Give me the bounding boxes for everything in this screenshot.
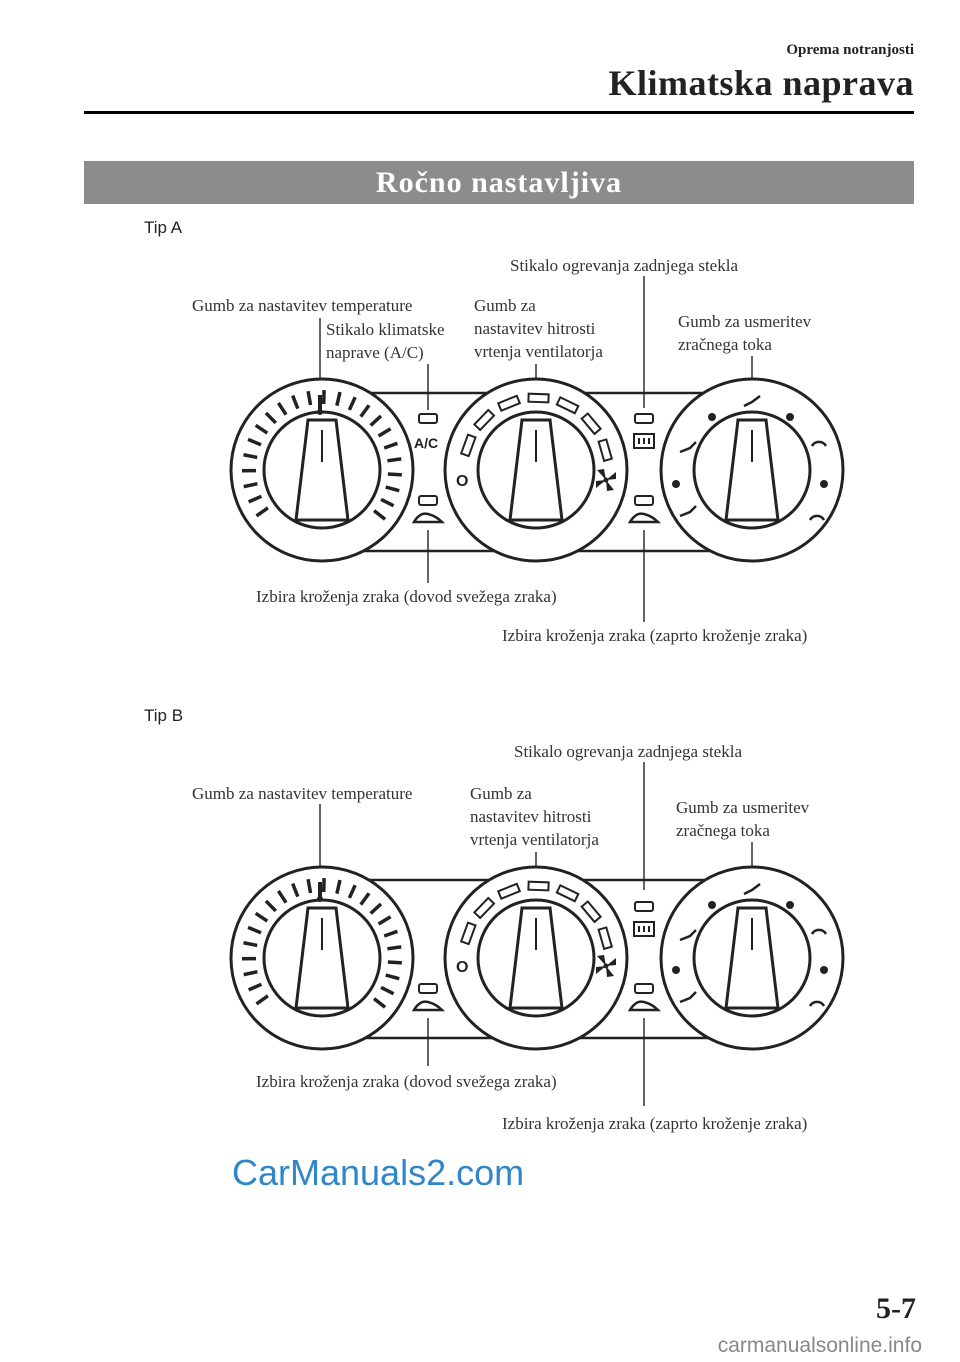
- tip-b-recirc-icon: [627, 1000, 662, 1012]
- tip-a-panel-diagram: O A/C: [229, 276, 845, 622]
- subsection-banner: Ročno nastavljiva: [84, 161, 914, 204]
- tip-b-recirc-label: Izbira kroženja zraka (zaprto kroženje z…: [502, 1114, 808, 1133]
- tip-b-rear-defrost-label: Stikalo ogrevanja zadnjega stekla: [514, 742, 742, 761]
- tip-b-fresh-air-label: Izbira kroženja zraka (dovod svežega zra…: [256, 1072, 557, 1091]
- watermark-text: CarManuals2.com: [232, 1152, 525, 1193]
- tip-a-ac-label-1: Stikalo klimatske: [326, 320, 445, 339]
- tip-b-fan-icon: [596, 955, 616, 977]
- tip-b-label: Tip B: [144, 706, 184, 725]
- tip-a-fan-icon: [596, 469, 616, 491]
- page-number: 5-7: [876, 1292, 916, 1325]
- tip-a-rear-defrost-label: Stikalo ogrevanja zadnjega stekla: [510, 256, 738, 275]
- tip-b-fresh-air-icon: [411, 1000, 446, 1012]
- tip-a-temperature-label: Gumb za nastavitev temperature: [192, 296, 413, 315]
- tip-a-fan-off-text: O: [456, 473, 468, 490]
- tip-b-airflow-label-1: Gumb za usmeritev: [676, 798, 810, 817]
- tip-b-rear-defrost-icon: [633, 921, 655, 937]
- tip-a-fresh-air-icon: [411, 512, 446, 524]
- tip-a-airflow-label-2: zračnega toka: [678, 335, 772, 354]
- tip-a-rear-defrost-icon: [633, 433, 655, 449]
- tip-b-fan-label-3: vrtenja ventilatorja: [470, 830, 599, 849]
- tip-b-fan-label-2: nastavitev hitrosti: [470, 807, 592, 826]
- section-title: Klimatska naprava: [608, 63, 914, 103]
- chapter-title: Oprema notranjosti: [786, 42, 914, 58]
- tip-a-airflow-label-1: Gumb za usmeritev: [678, 312, 812, 331]
- footer-watermark: carmanualsonline.info: [717, 1334, 922, 1357]
- tip-a-fresh-air-label: Izbira kroženja zraka (dovod svežega zra…: [256, 587, 557, 606]
- tip-a-recirc-icon: [627, 512, 662, 524]
- tip-a-label: Tip A: [144, 218, 183, 237]
- header-rule: [84, 111, 914, 114]
- tip-b-fan-off-text: O: [456, 959, 468, 976]
- tip-b-panel-diagram: O: [229, 762, 845, 1106]
- tip-b-fan-label-1: Gumb za: [470, 784, 532, 803]
- tip-a-recirc-label: Izbira kroženja zraka (zaprto kroženje z…: [502, 626, 808, 645]
- tip-a-fan-label-1: Gumb za: [474, 296, 536, 315]
- tip-a-ac-label-2: naprave (A/C): [326, 343, 424, 362]
- tip-b-temperature-label: Gumb za nastavitev temperature: [192, 784, 413, 803]
- tip-a-ac-text: A/C: [414, 435, 438, 451]
- tip-a-fan-label-2: nastavitev hitrosti: [474, 319, 596, 338]
- tip-a-fan-label-3: vrtenja ventilatorja: [474, 342, 603, 361]
- tip-b-airflow-label-2: zračnega toka: [676, 821, 770, 840]
